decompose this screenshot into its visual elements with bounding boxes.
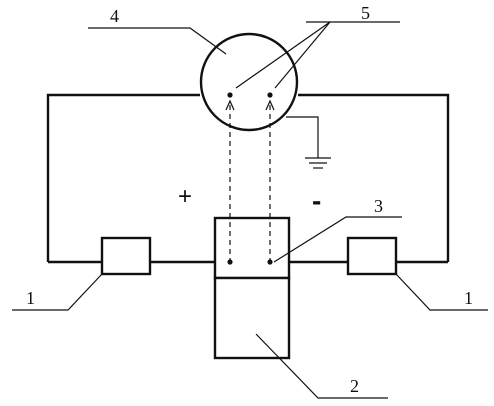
leader-line-2 [255,333,388,399]
label-meter: 4 [110,6,119,26]
sign-positive: + [178,183,192,210]
battery-terminal-right [267,259,273,265]
label-resistor-left: 1 [26,288,35,308]
leader-line-3 [273,216,402,263]
probe-arrow-left [225,99,235,111]
leader-line-4 [88,27,227,55]
ground-lead [286,116,319,158]
leader-line-1-right [395,273,488,311]
label-resistor-right: 1 [464,288,473,308]
probe-dot-right [267,92,273,98]
probe-dot-left [227,92,233,98]
battery-top-block [213,216,291,280]
label-battery-top: 3 [374,196,383,216]
outer-wire-loop [46,93,450,262]
leader-line-1-left [12,273,103,311]
label-battery-bottom: 2 [350,376,359,396]
resistor-left [100,236,152,276]
battery-terminal-left [227,259,233,265]
probe-arrow-right [265,99,275,111]
battery-bottom-block [213,276,291,360]
leader-line-5-a [235,21,331,89]
resistor-right [346,236,398,276]
sign-negative: - [312,185,321,216]
leader-line-5-b [274,21,331,89]
label-probes: 5 [361,3,370,23]
ground-icon [305,157,331,169]
meter-circle [199,32,299,132]
